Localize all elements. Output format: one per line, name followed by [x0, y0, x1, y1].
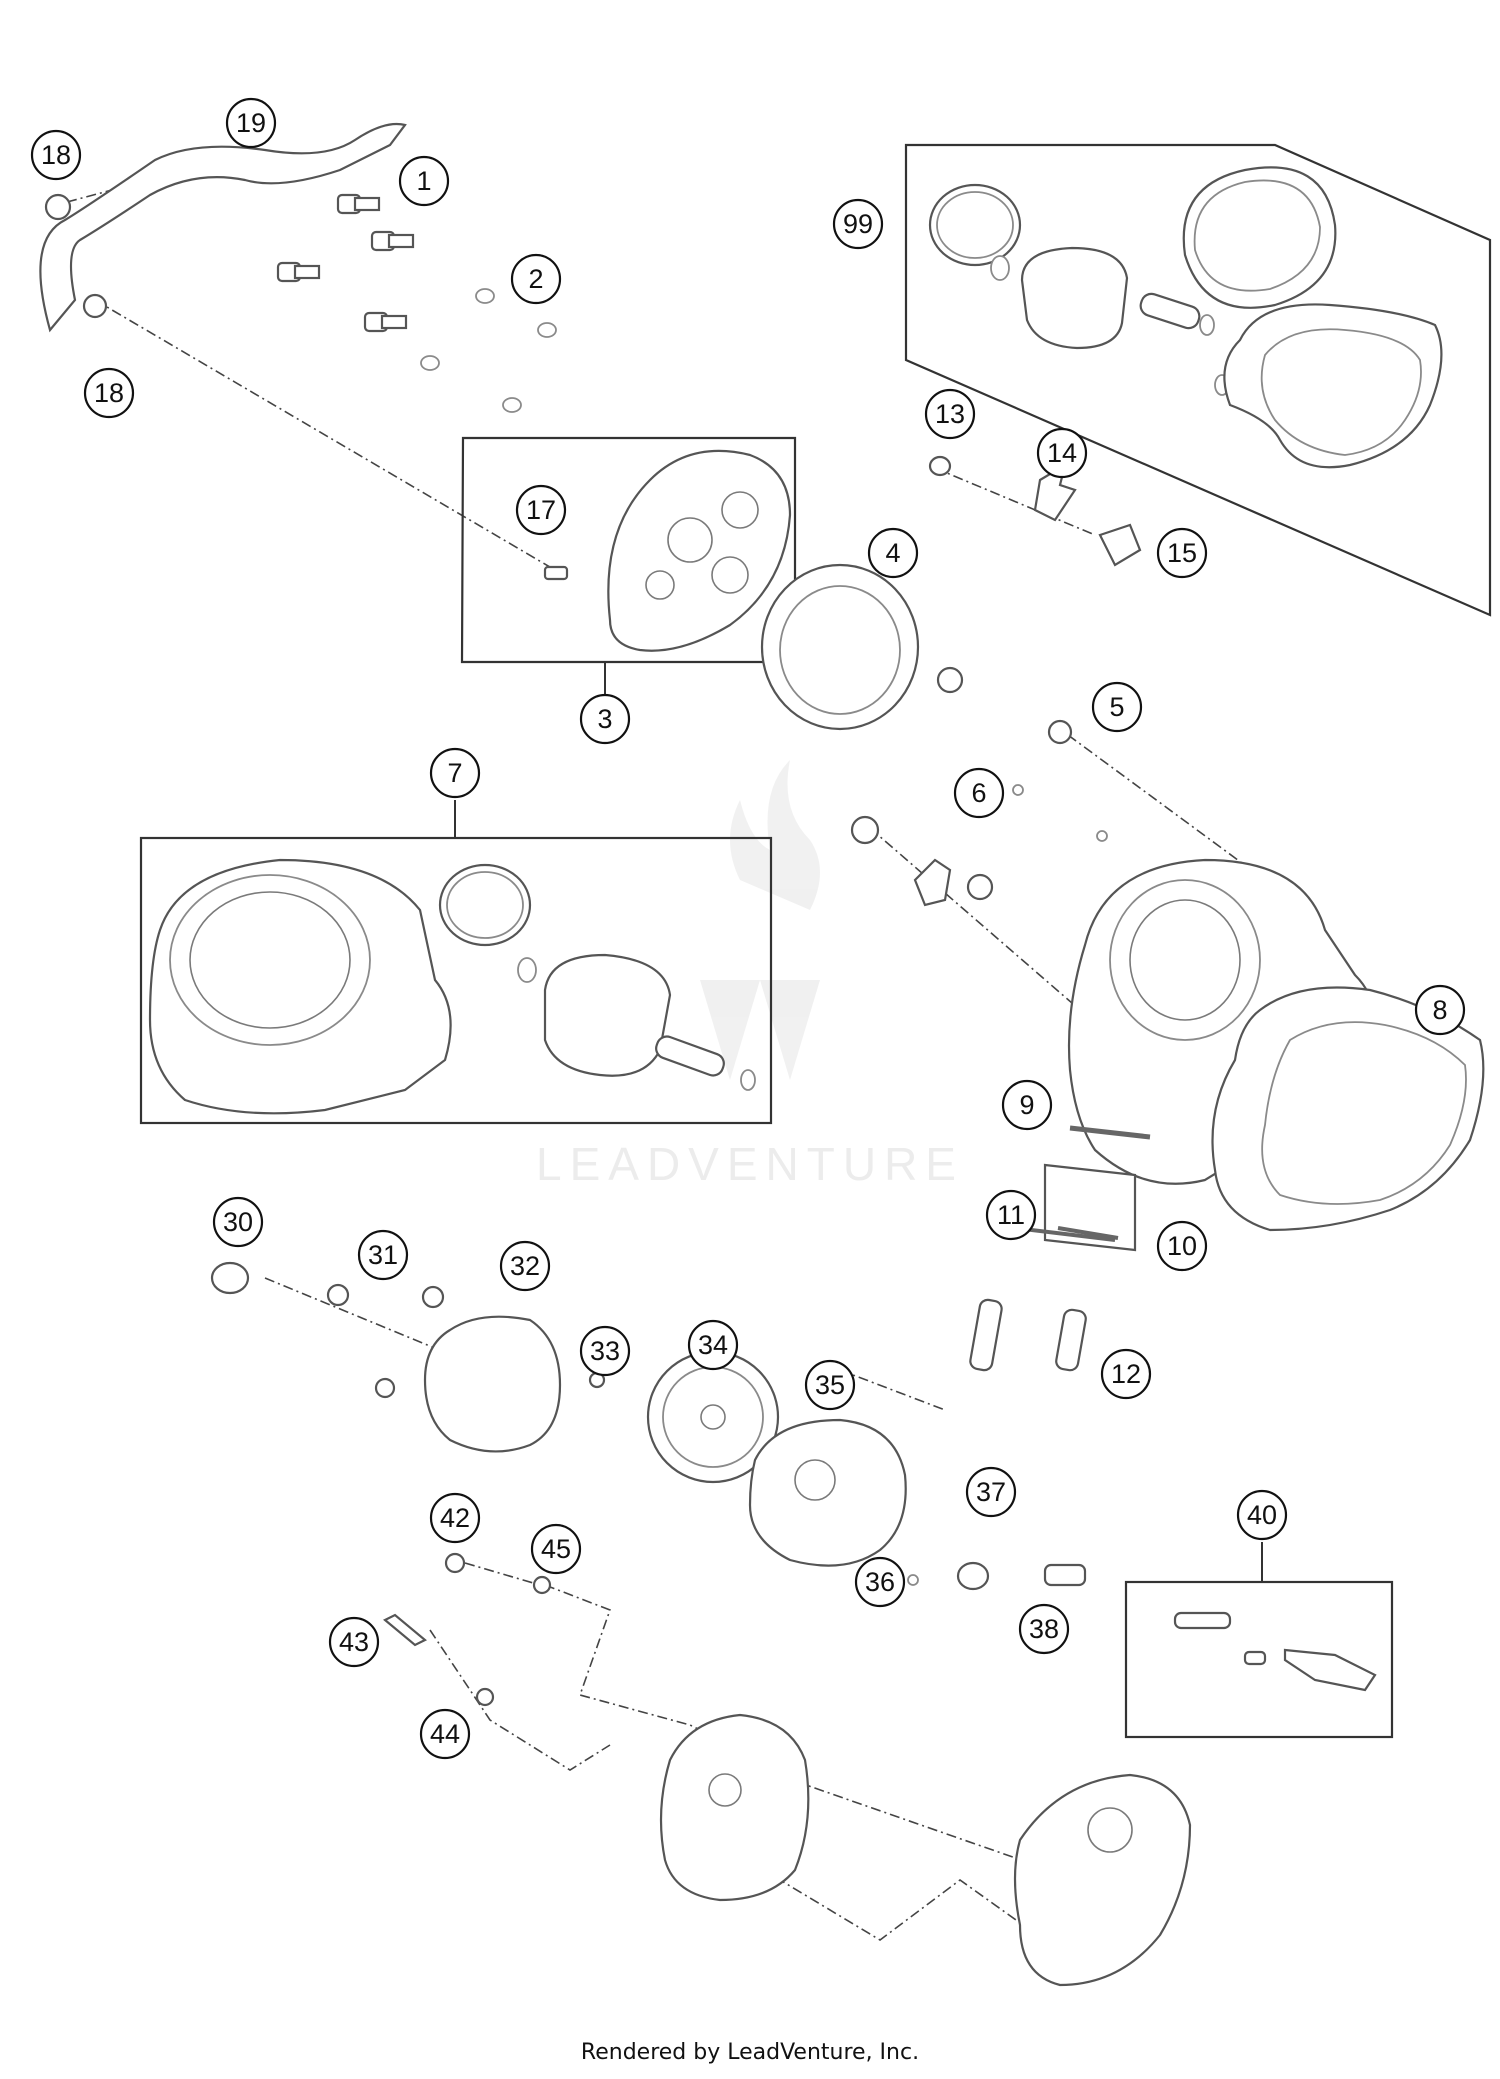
callout-37: 37 — [965, 1466, 1017, 1518]
svg-text:44: 44 — [430, 1719, 460, 1749]
callout-13: 13 — [924, 388, 976, 440]
callout-38: 38 — [1018, 1603, 1070, 1655]
callout-17: 17 — [515, 484, 567, 536]
svg-text:32: 32 — [510, 1251, 540, 1281]
callout-4: 4 — [867, 527, 919, 579]
svg-text:13: 13 — [935, 399, 965, 429]
svg-text:33: 33 — [590, 1336, 620, 1366]
head-bolts — [276, 193, 557, 413]
svg-text:3: 3 — [597, 704, 612, 734]
callout-9: 9 — [1001, 1079, 1053, 1131]
svg-text:4: 4 — [885, 538, 900, 568]
callout-18-bottom: 18 — [83, 367, 135, 419]
leadventure-logo-watermark — [700, 760, 820, 1080]
gasket-kit-parts — [928, 166, 1443, 469]
callout-31: 31 — [357, 1229, 409, 1281]
callout-30: 30 — [212, 1196, 264, 1248]
callout-33: 33 — [579, 1325, 631, 1377]
callout-45: 45 — [530, 1523, 582, 1575]
watermark-text: LEADVENTURE — [536, 1138, 964, 1190]
callout-40: 40 — [1236, 1489, 1288, 1541]
reed-and-bolt-parts — [969, 1125, 1151, 1372]
svg-text:12: 12 — [1111, 1359, 1141, 1389]
callout-5: 5 — [1091, 681, 1143, 733]
callout-6: 6 — [953, 767, 1005, 819]
callout-10: 10 — [1156, 1220, 1208, 1272]
svg-text:30: 30 — [223, 1207, 253, 1237]
svg-text:42: 42 — [440, 1503, 470, 1533]
callout-7: 7 — [429, 747, 481, 799]
callout-42: 42 — [429, 1492, 481, 1544]
callout-15: 15 — [1156, 527, 1208, 579]
coolant-hose — [39, 122, 407, 333]
callout-11: 11 — [985, 1189, 1037, 1241]
svg-text:40: 40 — [1247, 1500, 1277, 1530]
svg-text:8: 8 — [1432, 995, 1447, 1025]
cylinder-base-gasket — [1211, 986, 1485, 1232]
cylinder-kit-parts — [148, 858, 756, 1115]
svg-text:43: 43 — [339, 1627, 369, 1657]
callout-14: 14 — [1036, 427, 1088, 479]
svg-text:19: 19 — [236, 108, 266, 138]
svg-text:36: 36 — [865, 1567, 895, 1597]
svg-text:7: 7 — [447, 758, 462, 788]
valve-kit-box — [1124, 1580, 1394, 1739]
callout-36: 36 — [854, 1556, 906, 1608]
svg-text:38: 38 — [1029, 1614, 1059, 1644]
svg-text:15: 15 — [1167, 538, 1197, 568]
callout-12: 12 — [1100, 1348, 1152, 1400]
callout-44: 44 — [419, 1708, 471, 1760]
exhaust-control-parts — [210, 1261, 1087, 1707]
callout-35: 35 — [804, 1359, 856, 1411]
callout-32: 32 — [499, 1240, 551, 1292]
svg-text:34: 34 — [698, 1330, 728, 1360]
callout-34: 34 — [687, 1319, 739, 1371]
svg-text:5: 5 — [1109, 692, 1124, 722]
gasket-kit-box — [904, 143, 1492, 617]
svg-text:18: 18 — [94, 378, 124, 408]
svg-text:1: 1 — [416, 166, 431, 196]
callout-19: 19 — [225, 97, 277, 149]
svg-text:37: 37 — [976, 1477, 1006, 1507]
svg-text:14: 14 — [1047, 438, 1077, 468]
svg-text:31: 31 — [368, 1240, 398, 1270]
svg-text:11: 11 — [997, 1200, 1025, 1230]
svg-text:9: 9 — [1019, 1090, 1034, 1120]
cylinder-head-gasket — [760, 563, 920, 731]
assembled-valve-housing — [659, 1713, 1192, 1987]
svg-text:2: 2 — [528, 264, 543, 294]
svg-text:35: 35 — [815, 1370, 845, 1400]
callout-8: 8 — [1414, 984, 1466, 1036]
svg-text:10: 10 — [1167, 1231, 1197, 1261]
callout-3: 3 — [579, 693, 631, 745]
callout-18-top: 18 — [30, 129, 82, 181]
valve-kit-parts — [1173, 1611, 1377, 1692]
callout-43: 43 — [328, 1616, 380, 1668]
svg-text:45: 45 — [541, 1534, 571, 1564]
svg-text:17: 17 — [526, 495, 556, 525]
footer-credit: Rendered by LeadVenture, Inc. — [580, 2040, 920, 2065]
callout-1: 1 — [398, 155, 450, 207]
svg-text:18: 18 — [41, 140, 71, 170]
cylinder-head — [543, 449, 792, 652]
callout-2: 2 — [510, 253, 562, 305]
callout-99: 99 — [832, 198, 884, 250]
svg-text:6: 6 — [971, 778, 986, 808]
svg-text:99: 99 — [843, 209, 873, 239]
